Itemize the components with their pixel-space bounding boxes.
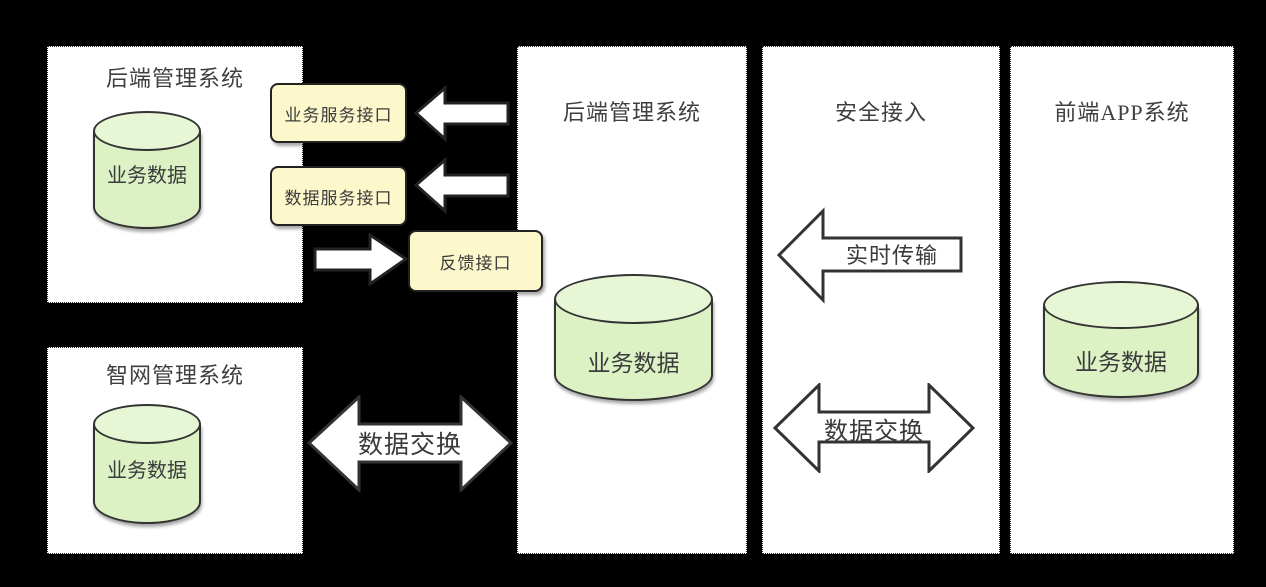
panel-backend-left-title: 后端管理系统 bbox=[105, 66, 244, 91]
database-cylinder: 业务数据 bbox=[1043, 281, 1199, 398]
panel-smartnet: 智网管理系统 业务数据 bbox=[47, 347, 303, 554]
database-label: 业务数据 bbox=[107, 165, 187, 187]
cylinder-top bbox=[93, 111, 201, 151]
panel-secure-access-title: 安全接入 bbox=[834, 100, 927, 125]
business-service-interface-label: 业务服务接口 bbox=[284, 105, 393, 125]
business-service-interface-box: 业务服务接口 bbox=[270, 83, 407, 143]
data-service-interface-box: 数据服务接口 bbox=[270, 166, 407, 226]
data-service-interface-label: 数据服务接口 bbox=[284, 188, 393, 208]
panel-backend-left: 后端管理系统 业务数据 bbox=[47, 46, 303, 303]
arrow-to-feedback-interface-icon bbox=[313, 233, 408, 286]
arrow-secure-data-exchange: 数据交换 bbox=[773, 383, 975, 473]
arrow-to-business-interface-icon bbox=[414, 85, 510, 142]
database-cylinder: 业务数据 bbox=[554, 274, 713, 401]
realtime-transfer-label: 实时传输 bbox=[845, 243, 938, 268]
panel-frontend-app-title: 前端APP系统 bbox=[1054, 100, 1190, 125]
cylinder-top bbox=[1043, 281, 1199, 329]
arrow-to-data-interface-icon bbox=[414, 157, 510, 214]
database-cylinder: 业务数据 bbox=[93, 404, 201, 524]
feedback-interface-label: 反馈接口 bbox=[439, 253, 512, 273]
panel-backend-middle: 后端管理系统 业务数据 bbox=[517, 46, 747, 554]
secure-data-exchange-label: 数据交换 bbox=[824, 418, 924, 445]
arrow-realtime-transfer: 实时传输 bbox=[777, 207, 964, 304]
database-label: 业务数据 bbox=[1075, 350, 1167, 375]
feedback-interface-box: 反馈接口 bbox=[408, 230, 543, 292]
cylinder-top bbox=[93, 404, 201, 444]
database-cylinder: 业务数据 bbox=[93, 111, 201, 229]
database-label: 业务数据 bbox=[587, 351, 680, 376]
panel-frontend-app: 前端APP系统 业务数据 bbox=[1010, 46, 1234, 554]
panel-smartnet-title: 智网管理系统 bbox=[105, 363, 244, 388]
cylinder-top bbox=[554, 274, 713, 324]
arrow-left-data-exchange: 数据交换 bbox=[307, 395, 513, 492]
database-label: 业务数据 bbox=[107, 460, 187, 482]
panel-secure-access: 安全接入 bbox=[762, 46, 1000, 554]
left-data-exchange-label: 数据交换 bbox=[357, 432, 462, 459]
panel-backend-middle-title: 后端管理系统 bbox=[562, 100, 701, 125]
